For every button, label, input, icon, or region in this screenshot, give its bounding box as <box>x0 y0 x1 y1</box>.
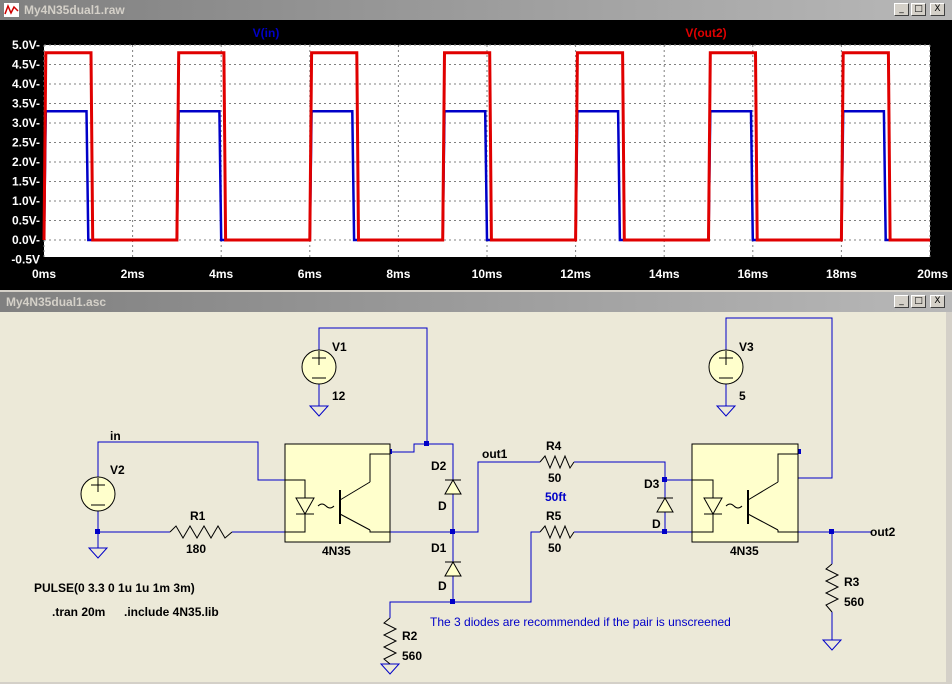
resistor-r4 <box>539 454 575 470</box>
y-tick-label: 3.5V- <box>12 97 40 111</box>
schematic-close-button[interactable]: X <box>930 295 945 308</box>
plot-window-title: My4N35dual1.raw <box>24 3 125 17</box>
waveform-icon <box>4 3 19 17</box>
diode-d2[interactable] <box>444 478 462 495</box>
waveform-chart[interactable]: 5.0V- 4.5V- 4.0V- 3.5V- 3.0V- 2.5V- 2.0V- 1.5V-… <box>0 20 952 290</box>
pulse-directive[interactable]: PULSE(0 3.3 0 1u 1u 1m 3m) <box>34 581 195 595</box>
v1-value: 12 <box>332 389 346 403</box>
voltage-source-v1[interactable] <box>301 349 337 385</box>
include-directive[interactable]: .include 4N35.lib <box>124 605 219 619</box>
x-tick-label: 10ms <box>472 267 503 281</box>
schematic-maximize-button[interactable]: □ <box>911 295 926 308</box>
diode-d3[interactable] <box>656 496 674 513</box>
r4-label: R4 <box>546 439 562 453</box>
r1-value: 180 <box>186 542 206 556</box>
y-tick-label: 5.0V- <box>12 38 40 52</box>
r1-label: R1 <box>190 509 206 523</box>
net-label-out1: out1 <box>482 447 508 461</box>
y-tick-label: 4.0V- <box>12 77 40 91</box>
y-tick-label: 1.5V- <box>12 175 40 189</box>
x-tick-label: 8ms <box>386 267 410 281</box>
x-tick-label: 16ms <box>737 267 768 281</box>
y-tick-labels: 5.0V- 4.5V- 4.0V- 3.5V- 3.0V- 2.5V- 2.0V- 1.5V-… <box>11 38 40 267</box>
schematic-minimize-button[interactable]: _ <box>894 295 909 308</box>
diode-note[interactable]: The 3 diodes are recommended if the pair… <box>430 615 731 629</box>
schematic-title-bar[interactable]: My4N35dual1.asc _ □ X <box>0 292 952 312</box>
wires <box>97 317 872 640</box>
plot-window[interactable]: My4N35dual1.raw _ □ X 5.0V- 4.5V- 4.0V- 3.5… <box>0 0 952 290</box>
v3-label: V3 <box>739 340 754 354</box>
y-tick-label: 4.5V- <box>12 58 40 72</box>
d1-value: D <box>438 579 447 593</box>
net-label-out2: out2 <box>870 525 896 539</box>
y-tick-label: 0.0V- <box>12 233 40 247</box>
r4-value: 50 <box>548 471 562 485</box>
x-tick-label: 18ms <box>826 267 857 281</box>
traces <box>42 51 930 242</box>
v1-label: V1 <box>332 340 347 354</box>
tran-directive[interactable]: .tran 20m <box>52 605 105 619</box>
d2-label: D2 <box>431 459 447 473</box>
schematic-drawing[interactable]: V1 12 V2 V3 5 R1 180 R4 50 R5 50 R2 560 … <box>0 312 946 682</box>
r3-label: R3 <box>844 575 860 589</box>
resistor-r5 <box>539 524 575 540</box>
resistor-r3 <box>824 563 840 613</box>
voltage-source-v2[interactable] <box>80 476 116 512</box>
y-tick-label: 3.0V- <box>12 116 40 130</box>
trace-label-vin[interactable]: V(in) <box>253 26 280 40</box>
schematic-window[interactable]: My4N35dual1.asc _ □ X <box>0 292 952 684</box>
x-tick-label: 2ms <box>121 267 145 281</box>
r3-value: 560 <box>844 595 864 609</box>
net-label-in: in <box>110 429 121 443</box>
x-tick-label: 12ms <box>560 267 591 281</box>
schematic-window-title: My4N35dual1.asc <box>6 295 107 309</box>
x-tick-label: 20ms <box>917 267 948 281</box>
x-tick-labels: 0ms 2ms 4ms 6ms 8ms 10ms 12ms 14ms 16ms 18ms 20ms <box>32 267 948 281</box>
trace-label-vout2[interactable]: V(out2) <box>685 26 726 40</box>
diode-d1[interactable] <box>444 560 462 577</box>
resistor-r2 <box>382 617 398 665</box>
r5-value: 50 <box>548 541 562 555</box>
r5-label: R5 <box>546 509 562 523</box>
u2-label: 4N35 <box>730 544 759 558</box>
d1-label: D1 <box>431 541 447 555</box>
schematic-canvas[interactable]: V1 12 V2 V3 5 R1 180 R4 50 R5 50 R2 560 … <box>0 312 946 682</box>
v2-label: V2 <box>110 463 125 477</box>
y-tick-label: 2.5V- <box>12 136 40 150</box>
optocoupler-u1[interactable] <box>284 443 391 543</box>
resistor-r1 <box>169 525 233 539</box>
voltage-source-v3[interactable] <box>708 349 744 385</box>
y-tick-label: 0.5V- <box>12 214 40 228</box>
x-tick-label: 4ms <box>209 267 233 281</box>
x-tick-label: 0ms <box>32 267 56 281</box>
x-tick-label: 6ms <box>298 267 322 281</box>
x-tick-label: 14ms <box>649 267 680 281</box>
y-tick-label: 2.0V- <box>12 155 40 169</box>
u1-label: 4N35 <box>322 544 351 558</box>
plot-close-button[interactable]: X <box>930 3 945 16</box>
plot-maximize-button[interactable]: □ <box>911 3 926 16</box>
d3-value: D <box>652 517 661 531</box>
waveform-plot[interactable]: 5.0V- 4.5V- 4.0V- 3.5V- 3.0V- 2.5V- 2.0V- 1.5V-… <box>0 20 952 290</box>
v3-value: 5 <box>739 389 746 403</box>
plot-minimize-button[interactable]: _ <box>894 3 909 16</box>
cable-length-label: 50ft <box>545 490 566 504</box>
d3-label: D3 <box>644 477 660 491</box>
trace-vout2 <box>42 51 930 242</box>
resistors[interactable] <box>169 454 840 665</box>
optocoupler-u2[interactable] <box>691 443 799 543</box>
r2-label: R2 <box>402 629 418 643</box>
y-tick-label: -0.5V <box>11 253 40 267</box>
d2-value: D <box>438 499 447 513</box>
y-tick-label: 1.0V- <box>12 194 40 208</box>
r2-value: 560 <box>402 649 422 663</box>
plot-title-bar[interactable]: My4N35dual1.raw _ □ X <box>0 0 952 20</box>
